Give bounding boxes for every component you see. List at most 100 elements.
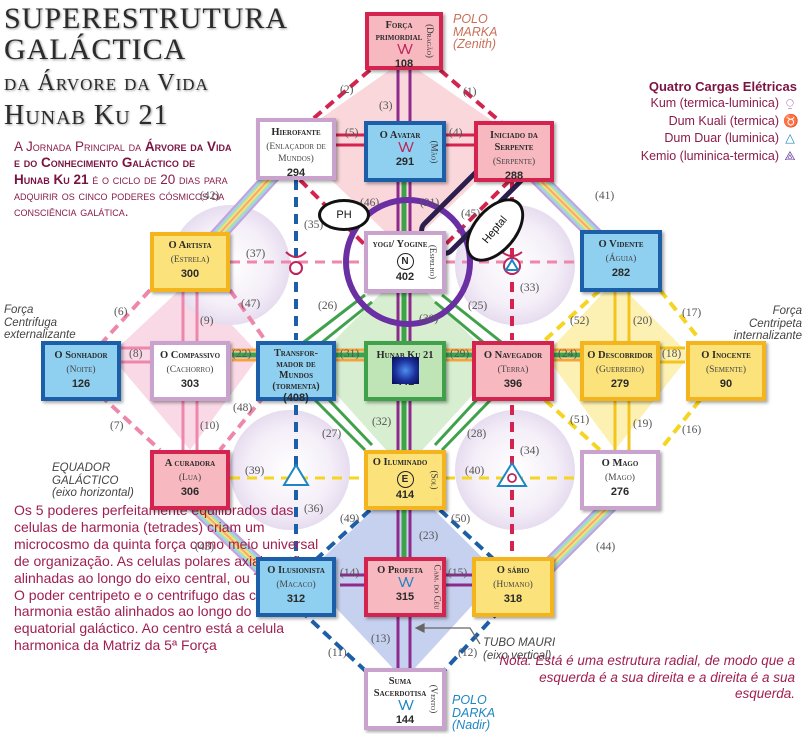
edge-label: (52) <box>570 315 590 327</box>
edge-label: (19) <box>633 418 653 430</box>
node-ilusionista[interactable]: O Ilusionista (Macaco) 312 <box>256 557 336 617</box>
yogi-highlight-circle <box>343 197 473 327</box>
legend-item: Dum Kuali (termica)♉ <box>641 113 799 131</box>
forca-centrifuga-label: Força Centrifuga externalizante <box>4 304 76 341</box>
node-iluminado[interactable]: O Iluminado E 414 (Sol) <box>364 450 446 510</box>
node-forca-primordial[interactable]: Força primordial VV 108 (Dragão) <box>365 12 443 70</box>
node-vidente[interactable]: O Vidente (Águia) 282 <box>580 230 662 292</box>
legend-item: Kum (termica-luminica)⍜ <box>641 95 797 113</box>
kum-symbol <box>501 251 523 275</box>
right-diamond-edges <box>543 288 702 452</box>
edge-label: (37) <box>246 248 266 260</box>
edge-label: (2) <box>340 84 354 96</box>
edge-label: (4) <box>449 127 463 139</box>
edge-label: (20) <box>633 315 653 327</box>
node-navegador[interactable]: O Navegador (Terra) 396 <box>472 341 554 401</box>
edge-label: (48) <box>233 402 253 414</box>
edge-label: (30) <box>419 313 439 325</box>
edge-label: (10) <box>200 420 220 432</box>
ph-annotation: PH <box>318 199 370 231</box>
node-transformador-mundos[interactable]: Transfor-mador de Mundos (tormenta) (408… <box>256 341 336 404</box>
edge-label: (14) <box>340 567 360 579</box>
kemio-icon: ⟁ <box>784 148 796 163</box>
edge-label: (28) <box>467 428 487 440</box>
bottom-diamond-edges <box>298 508 502 677</box>
dum-kuali-icon: ♉ <box>783 113 799 128</box>
node-suma-sacerdotisa[interactable]: Suma Sacerdotisa VV 144 (Vento) <box>364 668 446 730</box>
n-glyph-icon: N <box>396 253 414 270</box>
node-artista[interactable]: O Artista (Estrela) 300 <box>150 232 230 292</box>
edge-label: (15) <box>448 567 468 579</box>
edge-label: (1) <box>463 86 477 98</box>
left-diamond-edges <box>98 288 267 452</box>
edge-label: (40) <box>465 465 485 477</box>
hunab-ku-galaxy-icon <box>392 357 419 384</box>
node-avatar[interactable]: O Avatar VV 291 (Mão) <box>364 121 446 182</box>
edge-label: (17) <box>682 307 702 319</box>
polo-darka-label: POLO DARKA (Nadir) <box>452 693 496 732</box>
legend-heading: Quatro Cargas Elétricas <box>648 79 797 94</box>
edge-label: (41) <box>595 190 615 202</box>
edge-label: (39) <box>245 465 265 477</box>
node-mago[interactable]: O Mago (Mago) 276 <box>580 450 660 510</box>
intro-bold: Árvore da Vida e do Conhecimento Galácti… <box>14 139 232 187</box>
body-paragraph: Os 5 poderes perfeitamente equilibrados … <box>14 502 328 654</box>
edge-label: (8) <box>129 348 143 360</box>
charges-legend: Quatro Cargas Elétricas Kum (termica-lum… <box>641 78 799 166</box>
tubo-mauri-arrow <box>414 623 481 645</box>
polo-marka-label: POLO MARKA (Zenith) <box>453 12 498 51</box>
edge-label: (13) <box>371 633 391 645</box>
edge-label: (51) <box>570 414 590 426</box>
hand-glyph-icon: VV <box>398 141 414 156</box>
node-sonhador[interactable]: O Sonhador (Noite) 126 <box>41 341 121 401</box>
edge-label: (36) <box>304 503 324 515</box>
title-line-1: SUPERESTRUTURA <box>4 2 289 35</box>
edge-label: (7) <box>110 420 124 432</box>
node-inocente[interactable]: O Inocente (Semente) 90 <box>686 341 766 401</box>
node-compassivo[interactable]: O Compassivo (Cachorro) 303 <box>150 341 230 401</box>
edge-label: (3) <box>379 100 393 112</box>
note-text: Nota: Está é uma estrutura radial, de mo… <box>499 653 795 701</box>
dum-kuali-symbol <box>285 251 307 275</box>
forca-centripeta-label: Força Centripeta internalizante <box>733 305 802 342</box>
legend-item: Kemio (luminica-termica)⟁ <box>641 148 797 166</box>
edge-label: (47) <box>241 298 261 310</box>
edge-label: (18) <box>662 348 682 360</box>
node-descobridor[interactable]: O Descobridor (Guerreiro) 279 <box>580 341 660 401</box>
dum-duar-symbol <box>282 463 310 486</box>
edge-label: (31) <box>340 348 360 360</box>
edge-label: (6) <box>114 306 128 318</box>
edge-label: (16) <box>682 424 702 436</box>
dragon-glyph-icon: VV <box>397 43 413 58</box>
edge-label: (42) <box>200 190 220 202</box>
intro-part-2: é o ciclo de 20 dias para adquirir os ci… <box>14 171 228 220</box>
edge-label: (27) <box>322 428 342 440</box>
kemio-symbol <box>496 461 528 487</box>
edge-label: (35) <box>304 219 324 231</box>
wind-glyph-icon: VV <box>398 699 414 714</box>
tubo-mauri-label: TUBO MAURI (eixo vertical) <box>483 637 556 662</box>
node-iniciado-serpente[interactable]: Iniciado da Serpente (Serpente) 288 <box>474 121 554 182</box>
dum-duar-icon: △ <box>785 131 795 145</box>
node-profeta[interactable]: O Profeta VV 315 Cam. do Céu <box>364 557 446 617</box>
node-hierofante[interactable]: Hierofante (Enlaçador de Mundos) 294 <box>256 118 336 180</box>
edge-label: (23) <box>419 530 439 542</box>
edge-label: (49) <box>340 513 360 525</box>
node-yogi-yogine[interactable]: yogi/ Yogine N 402 (Espelho) <box>364 231 446 293</box>
page-title: SUPERESTRUTURA GALÁCTICA da Árvore da Vi… <box>4 4 288 132</box>
intro-text: A Jornada Principal da Árvore da Vida e … <box>14 139 234 220</box>
edge-label: (45) <box>461 208 481 220</box>
title-line-2: GALÁCTICA <box>4 33 187 66</box>
edge-label: (21) <box>420 197 440 209</box>
intro-part-1: A Jornada Principal da <box>14 139 142 154</box>
edge-label: (12) <box>458 647 478 659</box>
node-curadora[interactable]: A curadora (Lua) 306 <box>150 450 230 510</box>
edge-label: (33) <box>520 282 540 294</box>
equador-label: EQUADOR GALÁCTICO (eixo horizontal) <box>52 462 134 499</box>
legend-item: Dum Duar (luminica)△ <box>641 130 797 148</box>
edge-label: (5) <box>345 127 359 139</box>
edge-label: (11) <box>328 647 347 659</box>
edge-label: (32) <box>372 416 392 428</box>
node-sabio[interactable]: O sábio (Humano) 318 <box>472 557 554 617</box>
